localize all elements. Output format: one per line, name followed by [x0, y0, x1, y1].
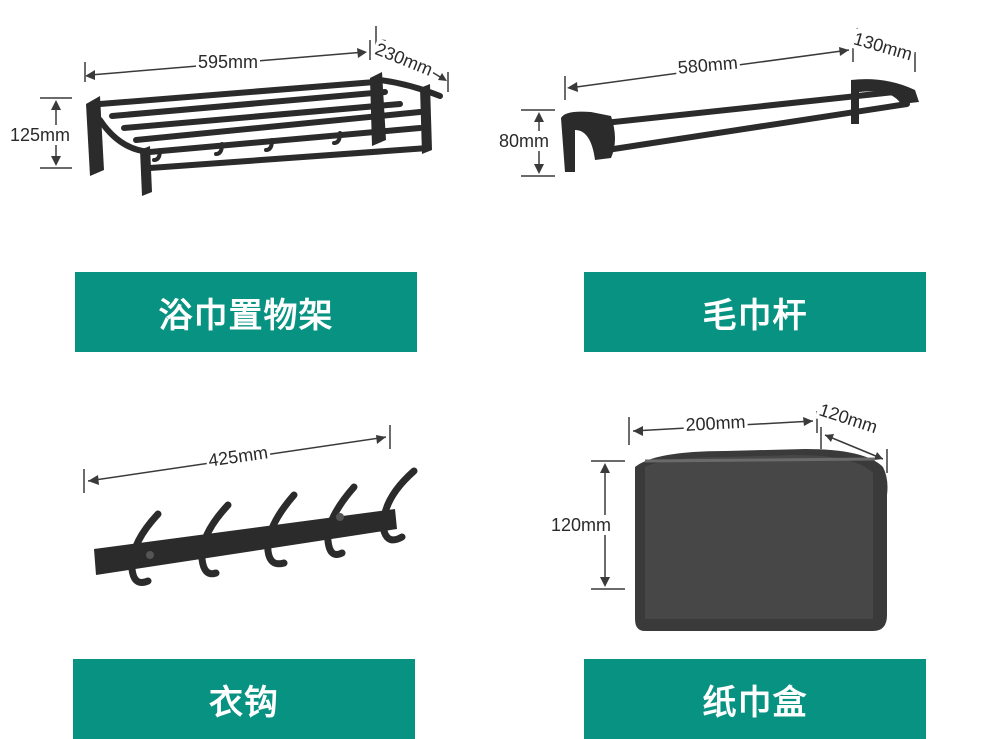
dimension-label-height: 120mm — [549, 515, 614, 535]
product-label-coat-hook: 衣钩 — [73, 659, 415, 739]
product-card-towel-rack-shelf: 595mm 230mm 125mm 浴巾置物架 — [0, 0, 495, 369]
product-name: 衣钩 — [209, 682, 279, 723]
product-name: 浴巾置物架 — [158, 295, 334, 336]
dimension-label-length: 200mm — [683, 411, 748, 435]
product-card-tissue-box: 200mm 120mm 120mm 纸巾盒 — [495, 369, 990, 739]
product-card-coat-hook: 425mm 衣钩 — [0, 369, 495, 739]
coat-hook-illustration — [83, 425, 418, 586]
dimension-label-length: 595mm — [196, 52, 261, 72]
product-label-towel-bar: 毛巾杆 — [584, 272, 926, 352]
dimension-label-height: 125mm — [8, 125, 73, 145]
product-label-towel-rack-shelf: 浴巾置物架 — [75, 272, 417, 352]
tissue-box-illustration — [591, 411, 888, 631]
product-label-tissue-box: 纸巾盒 — [584, 659, 926, 739]
product-name: 毛巾杆 — [702, 295, 808, 336]
product-card-towel-bar: 580mm 130mm 80mm 毛巾杆 — [495, 0, 990, 369]
dimension-label-height: 80mm — [497, 131, 552, 151]
product-name: 纸巾盒 — [702, 682, 808, 723]
